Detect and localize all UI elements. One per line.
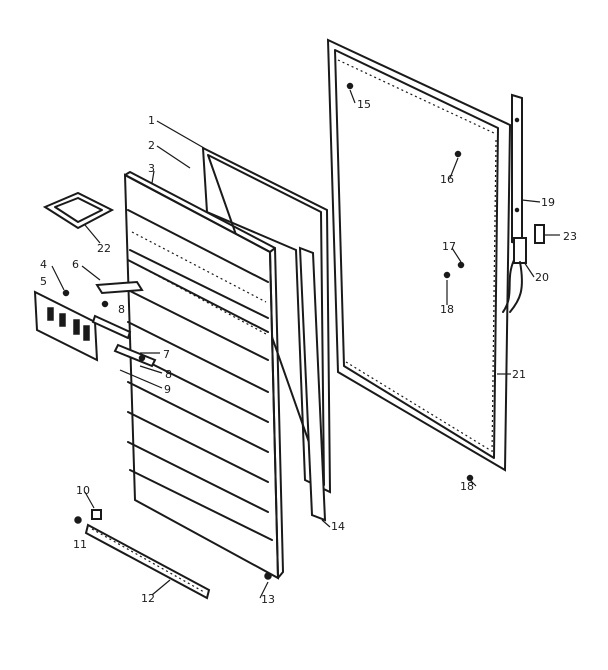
bottom-trim bbox=[84, 523, 211, 600]
callout-19: 19 bbox=[541, 196, 555, 209]
hinge-bar bbox=[511, 93, 523, 247]
hinge-screw bbox=[264, 572, 272, 580]
callout-7: 7 bbox=[163, 348, 170, 361]
dairy-dish bbox=[42, 191, 115, 230]
callout-18b: 18 bbox=[460, 480, 474, 493]
callout-labels: 1 2 3 4 5 6 7 8 8 9 10 11 12 13 14 15 16… bbox=[40, 98, 577, 606]
callout-14: 14 bbox=[331, 520, 345, 533]
callout-11: 11 bbox=[73, 538, 87, 551]
callout-15: 15 bbox=[357, 98, 371, 111]
callout-13: 13 bbox=[261, 593, 275, 606]
shelf-retainers bbox=[62, 280, 157, 368]
callout-17: 17 bbox=[442, 240, 456, 253]
callout-8a: 8 bbox=[118, 303, 125, 316]
callout-12: 12 bbox=[141, 592, 155, 605]
callout-3: 3 bbox=[148, 162, 155, 175]
callout-18a: 18 bbox=[440, 303, 454, 316]
wire-harness bbox=[502, 237, 527, 313]
outer-door-panel bbox=[326, 38, 512, 472]
leader-lines bbox=[51, 89, 560, 599]
callout-20: 20 bbox=[535, 271, 549, 284]
callout-5: 5 bbox=[40, 275, 47, 288]
dairy-door bbox=[33, 290, 99, 362]
callout-23: 23 bbox=[563, 230, 577, 243]
callout-6: 6 bbox=[72, 258, 79, 271]
callout-22: 22 bbox=[97, 242, 111, 255]
hinge-bracket bbox=[534, 224, 545, 244]
callout-10: 10 bbox=[76, 484, 90, 497]
callout-1: 1 bbox=[148, 114, 155, 127]
callout-21: 21 bbox=[512, 368, 526, 381]
callout-9: 9 bbox=[164, 383, 171, 396]
callout-2: 2 bbox=[148, 139, 155, 152]
outer-panel-screws bbox=[346, 82, 474, 482]
callout-4: 4 bbox=[40, 258, 47, 271]
inner-door-liner bbox=[123, 171, 284, 580]
fasteners-lower bbox=[74, 509, 102, 524]
callout-16: 16 bbox=[440, 173, 454, 186]
gasket-strip bbox=[298, 246, 327, 522]
callout-8b: 8 bbox=[165, 368, 172, 381]
